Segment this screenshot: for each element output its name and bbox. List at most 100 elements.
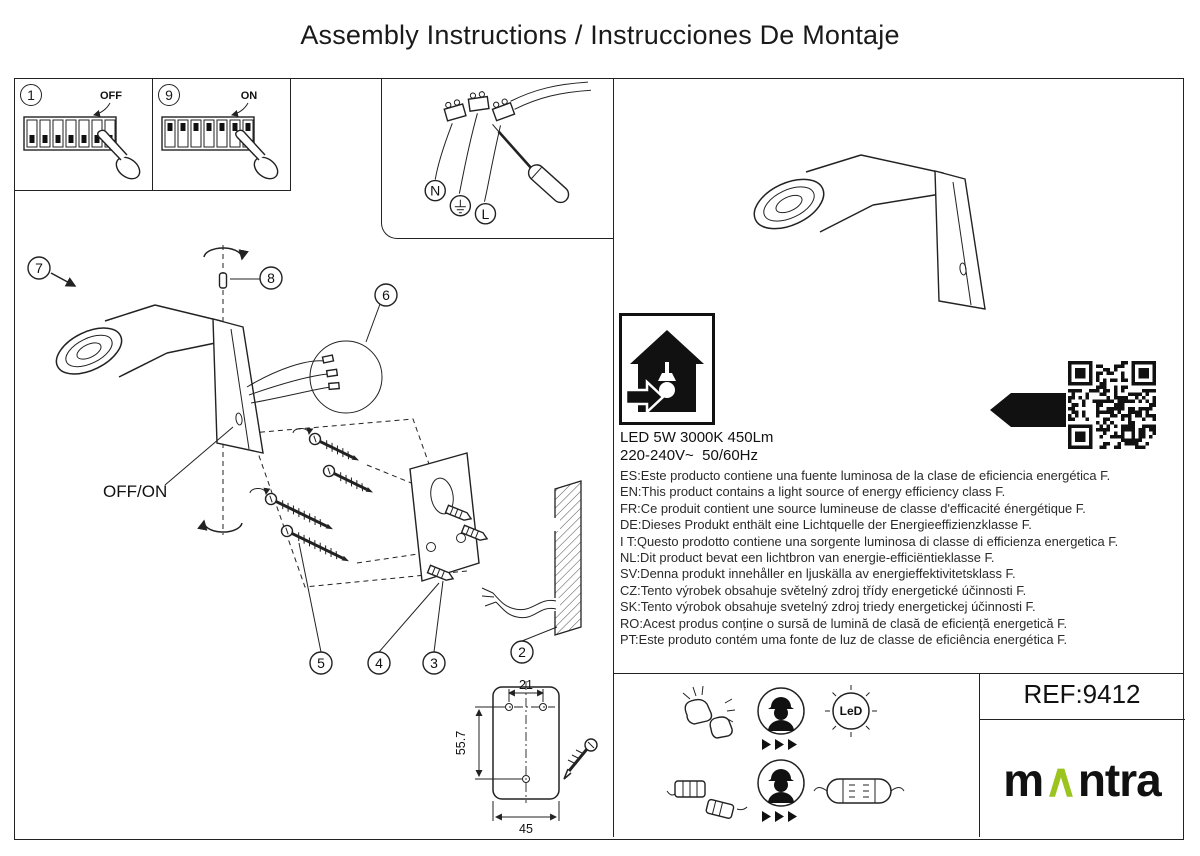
svg-text:4: 4 xyxy=(375,655,383,671)
callout-5: 5 xyxy=(298,542,333,675)
breaker-modules xyxy=(26,119,116,148)
screw-icon xyxy=(306,430,363,467)
callout-8: 8 xyxy=(230,266,283,290)
callout-4: 4 xyxy=(367,582,440,675)
pivot-pin xyxy=(218,272,228,289)
lang-line-it: I T:Questo prodotto contiene una sorgent… xyxy=(620,533,1119,549)
logo-accent-caret: ∧ xyxy=(1044,754,1078,806)
rotate-icon xyxy=(250,488,266,494)
dim-top: 21 xyxy=(519,678,533,692)
instruction-sheet: 1 OFF 9 ON xyxy=(14,78,1185,840)
lang-line-sv: SV:Denna produkt innehåller en ljuskälla… xyxy=(620,566,1016,582)
energy-class-letter: F xyxy=(1028,397,1043,424)
screw-icon xyxy=(320,462,377,499)
wiring-detail-panel: N L xyxy=(381,79,613,239)
switch xyxy=(235,412,243,426)
live-label: L xyxy=(474,202,497,225)
on-label: ON xyxy=(241,90,258,102)
mains-cable-top xyxy=(510,81,591,110)
callout-3: 3 xyxy=(422,580,446,675)
screwdriver-icon xyxy=(492,124,570,204)
screw-icon xyxy=(563,738,598,780)
switch-label: OFF/ON xyxy=(103,482,167,501)
ref-underline xyxy=(979,719,1185,720)
gloves-warning-icon xyxy=(682,685,736,739)
callout-7: 7 xyxy=(27,256,77,287)
breaker-off-art: OFF xyxy=(23,90,141,180)
lang-line-sk: SK:Tento výrobok obsahuje svetelný zdroj… xyxy=(620,599,1036,615)
lang-line-de: DE:Dieses Produkt enthält eine Lichtquel… xyxy=(620,517,1032,533)
lang-line-pt: PT:Este produto contém uma fonte de luz … xyxy=(620,632,1068,648)
energy-pictogram-box xyxy=(619,313,715,425)
hand-icon xyxy=(235,129,279,180)
rotate-icon xyxy=(293,428,309,434)
connector-detail-circle xyxy=(309,340,383,414)
product-illustration xyxy=(753,154,986,310)
switch xyxy=(959,262,967,276)
step-1-badge: 1 xyxy=(20,84,42,106)
rotate-arrow-top xyxy=(203,247,249,261)
dim-bottom: 45 xyxy=(519,822,533,836)
screw-icon xyxy=(262,490,337,536)
breaker-on-art: ON xyxy=(161,90,279,180)
breaker-on-panel: 9 ON xyxy=(153,79,291,191)
exploded-assembly-diagram: 7 8 OFF/ON xyxy=(27,245,582,675)
svg-text:7: 7 xyxy=(35,260,43,276)
wiring-art: N L xyxy=(424,81,591,225)
led-icon: LeD xyxy=(825,685,877,737)
led-driver-icon xyxy=(813,778,905,804)
led-spec: LED 5W 3000K 450Lm xyxy=(620,429,774,446)
mains-cable xyxy=(481,587,557,619)
svg-text:6: 6 xyxy=(382,287,390,303)
lang-line-en: EN:This product contains a light source … xyxy=(620,484,1006,500)
power-spec: 220-240V~ 50/60Hz xyxy=(620,447,759,464)
column-divider xyxy=(613,79,614,837)
triple-arrow-icon xyxy=(762,739,797,750)
dim-side: 55.7 xyxy=(454,731,468,755)
breaker-off-panel: 1 OFF xyxy=(15,79,153,191)
callout-2: 2 xyxy=(510,626,558,664)
mounting-dimensions-drawing: 21 55.7 45 xyxy=(454,678,598,836)
callout-6: 6 xyxy=(365,283,398,343)
terminal-blocks xyxy=(443,91,516,122)
pictogram-rows: LeD xyxy=(666,685,905,822)
installer-icon xyxy=(757,687,805,735)
mounting-bracket xyxy=(409,452,480,582)
logo-text-pre: m xyxy=(1003,754,1044,806)
step-9-badge: 9 xyxy=(158,84,180,106)
svg-text:L: L xyxy=(482,206,490,222)
off-label: OFF xyxy=(100,90,122,102)
rotate-arrow-bottom xyxy=(197,519,243,533)
svg-text:N: N xyxy=(430,183,440,199)
reference-number: REF:9412 xyxy=(1023,679,1141,709)
page-title: Assembly Instructions / Instrucciones De… xyxy=(300,20,900,50)
svg-text:2: 2 xyxy=(518,644,526,660)
arrow-icon xyxy=(624,379,665,415)
installer-icon-2 xyxy=(757,759,805,807)
wires xyxy=(246,354,341,404)
lang-line-es: ES:Este producto contiene una fuente lum… xyxy=(620,468,1111,483)
triple-arrow-icon-2 xyxy=(762,811,797,822)
wall-section xyxy=(552,480,582,636)
neutral-label: N xyxy=(424,179,446,202)
footer-column-divider xyxy=(979,673,980,837)
qr-code xyxy=(1068,361,1156,449)
hand-icon xyxy=(97,129,141,180)
house-light-source-icon xyxy=(624,330,704,415)
earth-icon xyxy=(449,194,472,217)
lang-line-nl: NL:Dit product bevat een lichtbron van e… xyxy=(620,550,995,566)
lamp-exploded xyxy=(55,304,264,454)
language-lines: ES:Este producto contiene una fuente lum… xyxy=(620,468,1118,648)
mantra-logo: m ∧ ntra xyxy=(979,723,1185,837)
lang-line-fr: FR:Ce produit contient une source lumine… xyxy=(620,500,1086,516)
svg-text:5: 5 xyxy=(317,655,325,671)
energy-class-arrow: F xyxy=(990,393,1066,427)
svg-text:LeD: LeD xyxy=(840,704,863,718)
breaker-modules xyxy=(164,119,254,148)
lang-line-ro: RO:Acest produs conține o sursă de lumin… xyxy=(620,615,1068,631)
wire-connector-icon xyxy=(666,780,748,819)
svg-text:8: 8 xyxy=(267,270,275,286)
svg-text:3: 3 xyxy=(430,655,438,671)
footer-divider xyxy=(613,673,1183,674)
logo-text-post: ntra xyxy=(1077,754,1162,806)
